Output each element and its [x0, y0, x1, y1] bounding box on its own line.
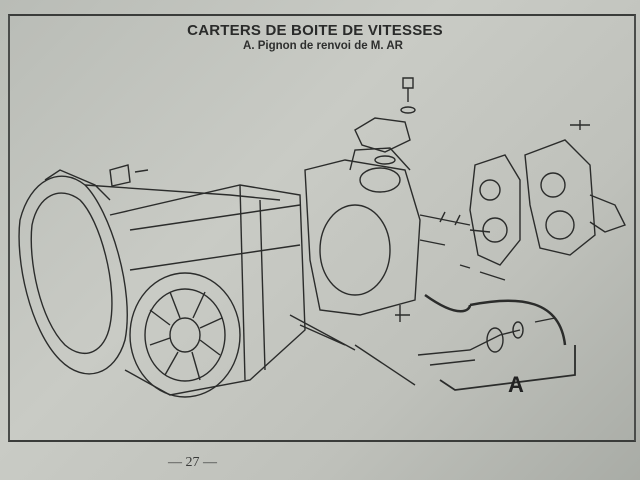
page-frame [8, 14, 636, 442]
page-subtitle: A. Pignon de renvoi de M. AR [243, 40, 403, 52]
top-cover-parts [354, 77, 416, 165]
bolts-and-shafts [109, 164, 506, 386]
page-number: — 27 — [168, 455, 217, 470]
page-title: CARTERS DE BOITE DE VITESSES [187, 22, 443, 39]
gearbox-main-case [109, 184, 306, 398]
clutch-bell-housing [18, 169, 281, 375]
rear-cover-parts [469, 120, 626, 266]
callout-a-reverse-idler [417, 293, 576, 391]
callout-label-a: A [508, 372, 524, 397]
intermediate-case [304, 147, 421, 316]
